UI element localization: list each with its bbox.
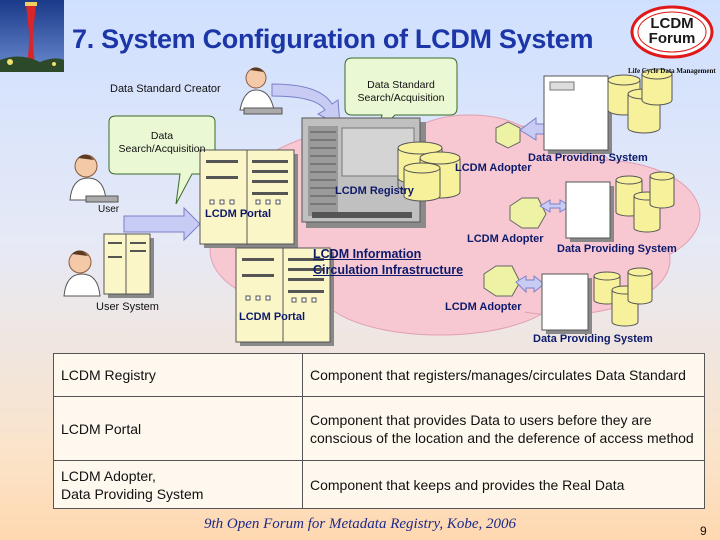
table-row: LCDM Portal Component that provides Data… [53, 396, 705, 461]
logo-text-forum: Forum [648, 30, 696, 47]
adapter-hexagon-1 [495, 121, 521, 149]
term-text: LCDM Adopter, [61, 467, 156, 484]
label-adapter-3: LCDM Adopter [445, 301, 522, 313]
table-cell-desc: Component that provides Data to users be… [302, 396, 705, 461]
label-data-standard-creator: Data Standard Creator [110, 83, 221, 95]
table-row: LCDM Adopter, Data Providing System Comp… [53, 460, 705, 509]
table-cell-term: LCDM Portal [53, 396, 303, 461]
label-lcdm-portal-2: LCDM Portal [239, 311, 305, 323]
label-data-providing-system-3: Data Providing System [533, 333, 653, 345]
lcdm-forum-logo: LCDM Forum [630, 4, 714, 60]
adapter-hexagon-3 [483, 265, 521, 297]
component-description-table: LCDM Registry Component that registers/m… [53, 353, 705, 509]
label-user: User [98, 204, 120, 215]
label-lcdm-registry: LCDM Registry [335, 185, 414, 197]
slide-title: 7. System Configuration of LCDM System [72, 24, 594, 54]
page-number: 9 [700, 524, 707, 538]
label-user-system: User System [96, 301, 159, 313]
callout-bubble-creator [344, 57, 458, 134]
lcdm-portal-server-2 [235, 247, 334, 346]
label-data-providing-system-2: Data Providing System [557, 243, 677, 255]
logo-text-lcdm: LCDM [650, 15, 694, 32]
user-system-server [103, 233, 154, 298]
label-data-providing-system-1: Data Providing System [528, 152, 648, 164]
callout-text-creator: Data Standard Search/Acquisition [357, 79, 445, 104]
kobe-tower-photo [0, 0, 64, 72]
adapter-hexagon-2 [509, 197, 547, 229]
label-infrastructure-line1: LCDM Information [313, 247, 422, 261]
user-person-icon-1 [69, 154, 119, 203]
user-person-icon-2 [63, 250, 101, 297]
lcdm-portal-server-1 [199, 149, 298, 248]
data-standard-creator-person-icon [239, 67, 283, 115]
table-cell-desc: Component that registers/manages/circula… [302, 353, 705, 397]
data-providing-system-2 [565, 171, 675, 242]
label-infrastructure: LCDM Information Circulation Infrastruct… [313, 246, 463, 278]
label-life-cycle: Life Cycle Data Management [628, 67, 716, 75]
term-text: LCDM Registry [61, 367, 156, 383]
table-row: LCDM Registry Component that registers/m… [53, 353, 705, 397]
label-infrastructure-line2: Circulation Infrastructure [313, 263, 464, 277]
data-providing-system-1 [543, 68, 673, 154]
table-cell-term: LCDM Registry [53, 353, 303, 397]
label-lcdm-portal-1: LCDM Portal [205, 208, 271, 220]
table-cell-desc: Component that keeps and provides the Re… [302, 460, 705, 509]
label-adapter-2: LCDM Adopter [467, 233, 544, 245]
slide-footer: 9th Open Forum for Metadata Registry, Ko… [203, 516, 517, 532]
diagram-canvas [63, 57, 701, 346]
table-cell-term: LCDM Adopter, Data Providing System [53, 460, 303, 509]
label-adapter-1: LCDM Adopter [455, 162, 532, 174]
term-text: Data Providing System [61, 485, 204, 502]
term-text: LCDM Portal [61, 420, 142, 437]
callout-text-user: Data Search/Acquisition [118, 130, 206, 155]
data-providing-system-3 [541, 267, 653, 334]
